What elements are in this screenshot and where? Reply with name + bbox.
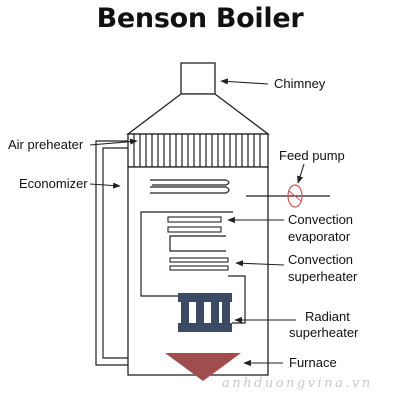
economizer-arrow [89,182,121,189]
label-chimney: Chimney [274,76,326,91]
convection-evaporator-tube-2 [167,226,222,233]
chimney-arrow [220,78,269,85]
air-preheater-tubes [133,134,261,167]
feed-pump-marker [287,184,303,208]
convection-superheater-tube-2 [169,265,229,271]
air-duct-inner [102,147,128,359]
radiant-superheater [178,293,232,332]
label-air-preheater: Air preheater [8,137,84,152]
label-radiant-superheater-line2: superheater [289,325,359,340]
convection-superheater-arrow [235,260,285,267]
watermark: anhduongvina.vn [222,376,373,391]
air-preheater-arrow [89,138,138,146]
diagram-title: Benson Boiler [96,3,304,34]
air-preheater [127,133,269,168]
label-convection-evaporator-line1: Convection [288,212,353,227]
label-convection-superheater-line1: Convection [288,252,353,267]
convection-evaporator-tube-1 [167,216,222,223]
economizer-coil-lower [150,186,230,194]
label-feed-pump: Feed pump [279,148,345,163]
feed-pump-cross [288,190,302,202]
label-furnace: Furnace [289,355,337,370]
convection-superheater-tube-1 [169,257,229,263]
feed-pump-arrow [297,163,305,184]
label-radiant-superheater-line1: Radiant [305,309,350,324]
economizer-coil-upper [150,179,230,186]
furnace-flame [165,353,241,381]
boiler-shell [127,166,269,376]
air-duct [95,140,128,366]
label-convection-superheater-line2: superheater [288,269,358,284]
chimney [180,62,216,95]
label-convection-evaporator-line2: evaporator [288,229,351,244]
boiler-hood [126,93,270,135]
tube-circuit [140,211,233,297]
convection-evaporator-bend [169,235,226,252]
label-economizer: Economizer [19,176,88,191]
